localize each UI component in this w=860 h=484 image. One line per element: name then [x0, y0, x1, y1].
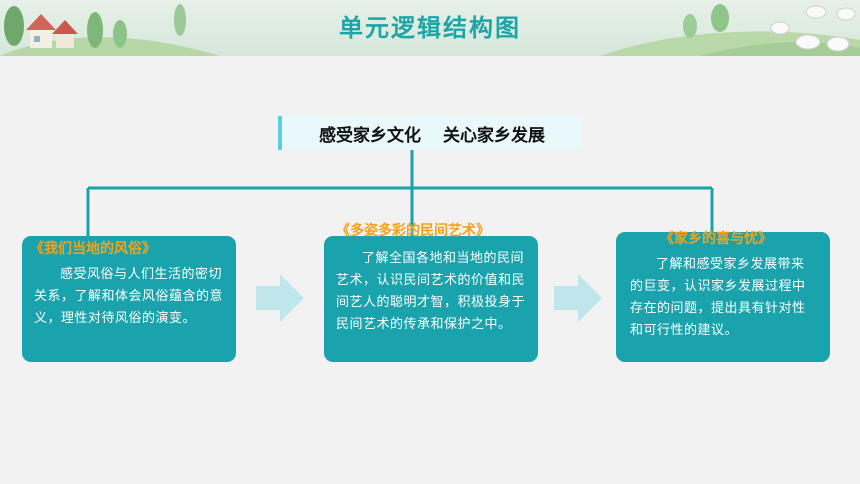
section-text: 了解全国各地和当地的民间艺术，认识民间艺术的价值和民间艺人的聪明才智，积极投身于…: [336, 251, 526, 332]
page-title: 单元逻辑结构图: [339, 14, 521, 42]
section-text: 感受风俗与人们生活的密切关系，了解和体会风俗蕴含的意义，理性对待风俗的演变。: [34, 267, 224, 326]
section-box-folk-art: 了解全国各地和当地的民间艺术，认识民间艺术的价值和民间艺人的聪明才智，积极投身于…: [324, 236, 538, 362]
central-theme-right: 关心家乡发展: [443, 125, 545, 146]
central-theme-box: 感受家乡文化 关心家乡发展: [278, 116, 582, 150]
header-banner: 单元逻辑结构图: [0, 0, 860, 56]
landscape-illustration: [0, 4, 860, 56]
section-box-customs: 感受风俗与人们生活的密切关系，了解和体会风俗蕴含的意义，理性对待风俗的演变。: [22, 236, 236, 362]
arrow-right-icon: [256, 274, 304, 322]
section-title-folk-art: 《多姿多彩的民间艺术》: [336, 223, 490, 239]
arrow-right-icon: [554, 274, 602, 322]
section-text: 了解和感受家乡发展带来的巨变，认识家乡发展过程中存在的问题，提出具有针对性和可行…: [630, 257, 806, 338]
section-title-customs: 《我们当地的风俗》: [30, 241, 156, 257]
section-box-hometown: 了解和感受家乡发展带来的巨变，认识家乡发展过程中存在的问题，提出具有针对性和可行…: [616, 232, 830, 362]
section-title-hometown: 《家乡的喜与忧》: [660, 231, 772, 247]
central-theme-left: 感受家乡文化: [319, 125, 421, 146]
